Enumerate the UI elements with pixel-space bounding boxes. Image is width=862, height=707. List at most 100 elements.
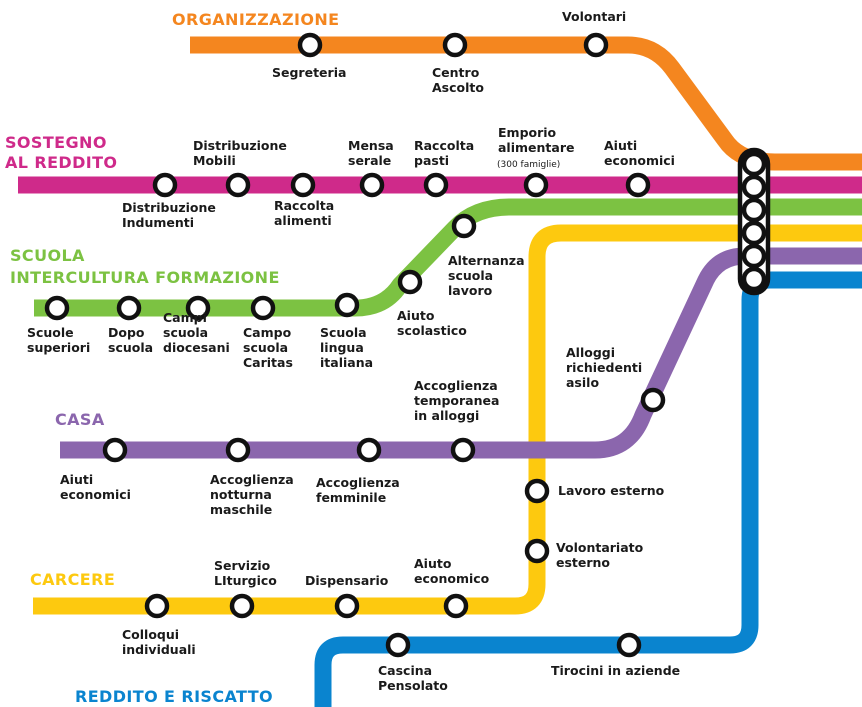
stop-raccolta-alimenti — [290, 172, 316, 198]
label-alternanza-3: lavoro — [448, 283, 493, 298]
label-alloggi-asilo-3: asilo — [566, 375, 599, 390]
stop-aiuti-economici-casa — [102, 437, 128, 463]
label-scuola-lingua-2: lingua — [320, 340, 364, 355]
label-raccolta-alimenti-2: alimenti — [274, 213, 332, 228]
label-emporio-alimentare-1: Emporio — [498, 125, 557, 140]
title-scuola-2: INTERCULTURA FORMAZIONE — [10, 268, 280, 287]
label-accoglienza-temporanea-2: temporanea — [414, 393, 499, 408]
label-colloqui-2: individuali — [122, 642, 196, 657]
label-lavoro-esterno: Lavoro esterno — [558, 483, 665, 498]
stop-colloqui — [144, 593, 170, 619]
line-casa — [60, 247, 862, 459]
label-servizio-liturgico-2: LIturgico — [214, 573, 277, 588]
label-aiuto-economico-2: economico — [414, 571, 490, 586]
label-accoglienza-notturna-2: notturna — [210, 487, 272, 502]
stop-accoglienza-temporanea — [450, 437, 476, 463]
stop-alloggi-asilo — [640, 387, 666, 413]
stop-distribuzione-mobili — [225, 172, 251, 198]
title-sostegno-2: AL REDDITO — [5, 153, 117, 172]
label-emporio-note: (300 famiglie) — [497, 160, 560, 170]
label-raccolta-pasti-2: pasti — [414, 153, 449, 168]
label-alloggi-asilo-2: richiedenti — [566, 360, 642, 375]
stop-distribuzione-indumenti — [152, 172, 178, 198]
label-dopo-scuola-1: Dopo — [108, 325, 145, 340]
label-tirocini: Tirocini in aziende — [551, 663, 680, 678]
stop-aiuto-scolastico — [397, 269, 423, 295]
label-distribuzione-indumenti-2: Indumenti — [122, 215, 194, 230]
label-raccolta-pasti-1: Raccolta — [414, 138, 474, 153]
label-centro-ascolto-2: Ascolto — [432, 80, 484, 95]
label-raccolta-alimenti-1: Raccolta — [274, 198, 334, 213]
stop-segreteria — [297, 32, 323, 58]
label-cascina-1: Cascina — [378, 663, 432, 678]
label-accoglienza-femminile-1: Accoglienza — [316, 475, 400, 490]
label-aiuti-economici-casa-2: economici — [60, 487, 131, 502]
label-aiuti-economici-sostegno-2: economici — [604, 153, 675, 168]
label-campo-scuola-caritas-3: Caritas — [243, 355, 293, 370]
stop-campi-scuola — [185, 295, 211, 321]
label-alternanza-2: scuola — [448, 268, 493, 283]
label-distribuzione-mobili-1: Distribuzione — [193, 138, 287, 153]
title-sostegno-1: SOSTEGNO — [5, 133, 107, 152]
label-volontariato-esterno-1: Volontariato — [556, 540, 644, 555]
label-servizio-liturgico-1: Servizio — [214, 558, 271, 573]
stop-tirocini — [616, 632, 642, 658]
label-campi-scuola-2: scuola — [163, 325, 208, 340]
line-carcere — [33, 224, 862, 615]
label-accoglienza-temporanea-1: Accoglienza — [414, 378, 498, 393]
stop-accoglienza-femminile — [356, 437, 382, 463]
stop-cascina — [385, 632, 411, 658]
title-reddito-riscatto: REDDITO E RISCATTO — [75, 687, 273, 706]
label-distribuzione-mobili-2: Mobili — [193, 153, 236, 168]
stop-alternanza — [451, 213, 477, 239]
label-accoglienza-femminile-2: femminile — [316, 490, 386, 505]
stop-dopo-scuola — [116, 295, 142, 321]
label-mensa-serale-2: serale — [348, 153, 391, 168]
label-campo-scuola-caritas-2: scuola — [243, 340, 288, 355]
label-segreteria: Segreteria — [272, 65, 346, 80]
label-distribuzione-indumenti-1: Distribuzione — [122, 200, 216, 215]
label-volontari: Volontari — [562, 9, 626, 24]
stop-aiuto-economico — [443, 593, 469, 619]
label-cascina-2: Pensolato — [378, 678, 448, 693]
title-organizzazione: ORGANIZZAZIONE — [172, 10, 339, 29]
label-campo-scuola-caritas-1: Campo — [243, 325, 292, 340]
label-alloggi-asilo-1: Alloggi — [566, 345, 615, 360]
stop-servizio-liturgico — [229, 593, 255, 619]
label-aiuto-economico-1: Aiuto — [414, 556, 452, 571]
stop-volontariato-esterno — [524, 538, 550, 564]
label-aiuto-scolastico-1: Aiuto — [397, 308, 435, 323]
label-scuole-superiori-2: superiori — [27, 340, 90, 355]
label-accoglienza-temporanea-3: in alloggi — [414, 408, 479, 423]
stop-accoglienza-notturna — [225, 437, 251, 463]
stop-scuola-lingua — [334, 292, 360, 318]
stop-mensa-serale — [359, 172, 385, 198]
stop-volontari — [583, 32, 609, 58]
label-alternanza-1: Alternanza — [448, 253, 525, 268]
label-campi-scuola-3: diocesani — [163, 340, 230, 355]
label-scuole-superiori-1: Scuole — [27, 325, 74, 340]
title-scuola-1: SCUOLA — [10, 246, 85, 265]
label-dopo-scuola-2: scuola — [108, 340, 153, 355]
stop-emporio-alimentare — [523, 172, 549, 198]
title-carcere: CARCERE — [30, 570, 115, 589]
label-accoglienza-notturna-1: Accoglienza — [210, 472, 294, 487]
stop-dispensario — [334, 593, 360, 619]
label-scuola-lingua-1: Scuola — [320, 325, 367, 340]
label-dispensario: Dispensario — [305, 573, 389, 588]
label-volontariato-esterno-2: esterno — [556, 555, 610, 570]
label-aiuto-scolastico-2: scolastico — [397, 323, 467, 338]
title-casa: CASA — [55, 410, 105, 429]
stop-lavoro-esterno — [524, 478, 550, 504]
line-scuola — [34, 198, 862, 317]
label-accoglienza-notturna-3: maschile — [210, 502, 272, 517]
label-centro-ascolto-1: Centro — [432, 65, 480, 80]
label-aiuti-economici-casa-1: Aiuti — [60, 472, 93, 487]
stop-campo-scuola-caritas — [250, 295, 276, 321]
stop-centro-ascolto — [442, 32, 468, 58]
label-mensa-serale-1: Mensa — [348, 138, 394, 153]
label-campi-scuola-1: Campi — [163, 310, 207, 325]
stop-aiuti-economici-sostegno — [625, 172, 651, 198]
label-colloqui-1: Colloqui — [122, 627, 179, 642]
